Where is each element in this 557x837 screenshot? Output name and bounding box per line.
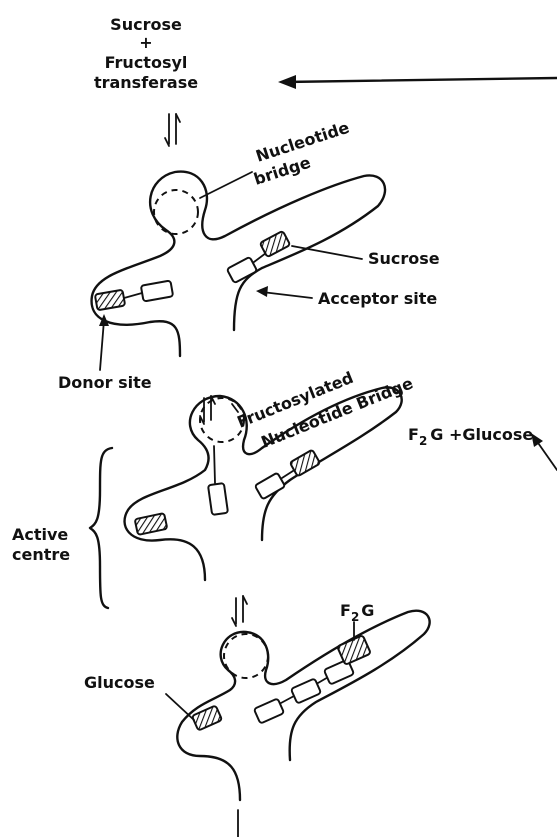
- pointer-nucleotide-bridge: [200, 172, 252, 198]
- equilibrium-arrow-1: [165, 114, 180, 146]
- pointer-sucrose: [292, 246, 362, 259]
- label-sucrose-top: Sucrose: [110, 15, 182, 34]
- label-centre: centre: [12, 545, 70, 564]
- return-arrow-top: [278, 75, 557, 89]
- label-transferase: transferase: [94, 73, 198, 92]
- label-plus: +: [139, 33, 152, 52]
- label-fructosyl: Fructosyl: [105, 53, 188, 72]
- pointer-glucose: [166, 694, 194, 720]
- equilibrium-arrow-3: [232, 596, 247, 626]
- label-active: Active: [12, 525, 68, 544]
- enzyme-stage-1: [92, 172, 385, 356]
- pointer-fructosylated-bridge: [232, 404, 238, 412]
- pointer-acceptor-site: [256, 286, 312, 298]
- label-sucrose: Sucrose: [368, 249, 440, 268]
- label-donor-site: Donor site: [58, 373, 152, 392]
- label-acceptor-site: Acceptor site: [318, 289, 437, 308]
- active-centre-bracket: [90, 448, 112, 608]
- label-glucose: Glucose: [84, 673, 155, 692]
- product-arrow: [531, 433, 557, 470]
- enzyme-stage-3: [177, 611, 429, 800]
